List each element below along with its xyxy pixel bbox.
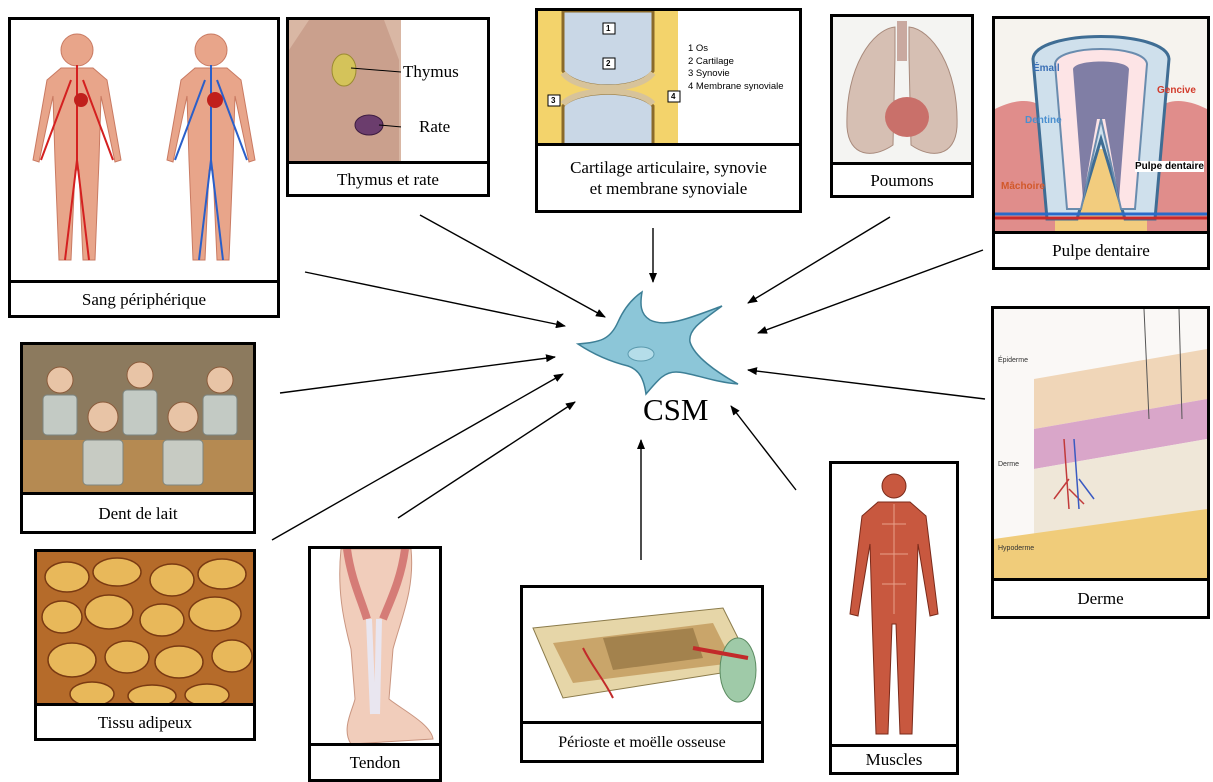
marker-2: 2 <box>606 59 610 68</box>
label-hypoderme: Hypoderme <box>998 545 1034 552</box>
panel-derme: Épiderme Derme Hypoderme Derme <box>991 306 1210 619</box>
caption-derme: Derme <box>994 578 1207 616</box>
label-epiderme: Épiderme <box>998 357 1028 364</box>
adipose-tissue-image <box>37 552 253 706</box>
legend-item: 2 Cartilage <box>688 56 784 69</box>
marker-1: 1 <box>606 24 610 33</box>
legend-item: 1 Os <box>688 43 784 56</box>
label-derme: Derme <box>998 461 1019 468</box>
muscular-system-image <box>832 464 956 747</box>
caption-muscles: Muscles <box>832 744 956 772</box>
arrow-derme <box>748 370 985 399</box>
caption-dent: Dent de lait <box>23 492 253 531</box>
label-thymus: Thymus <box>403 62 459 82</box>
lungs-image <box>833 17 971 167</box>
panel-cartilage: 1 2 3 4 1 Os 2 Cartilage 3 Synovie 4 Mem… <box>535 8 802 213</box>
caption-cartilage-line2: et membrane synoviale <box>590 178 748 199</box>
label-machoire: Mâchoire <box>1001 181 1045 192</box>
panel-perioste: Périoste et moëlle osseuse <box>520 585 764 763</box>
legend-item: 4 Membrane synoviale <box>688 81 784 94</box>
arrow-dent <box>280 357 555 393</box>
caption-tendon: Tendon <box>311 743 439 779</box>
csm-label: CSM <box>643 392 708 428</box>
arrow-adipeux <box>272 374 563 540</box>
circulatory-system-image <box>11 20 277 283</box>
panel-poumons: Poumons <box>830 14 974 198</box>
label-gencive: Gencive <box>1157 85 1196 96</box>
caption-perioste: Périoste et moëlle osseuse <box>523 721 761 760</box>
marker-4: 4 <box>671 92 675 101</box>
msc-cell-icon <box>578 292 738 394</box>
caption-sang: Sang périphérique <box>11 280 277 315</box>
label-rate: Rate <box>419 117 450 137</box>
panel-muscles: Muscles <box>829 461 959 775</box>
periosteum-bone-marrow-image <box>523 588 761 724</box>
panel-dent: Dent de lait <box>20 342 256 534</box>
caption-poumons: Poumons <box>833 162 971 195</box>
thymus-spleen-image <box>289 20 487 164</box>
label-email: Émail <box>1033 63 1060 74</box>
milk-teeth-jars-image <box>23 345 253 495</box>
arrow-poumons <box>748 217 890 303</box>
arrow-tendon <box>398 402 575 518</box>
panel-pulpe: Émail Gencive Dentine Pulpe dentaire Mâc… <box>992 16 1210 270</box>
arrow-pulpe <box>758 250 983 333</box>
tooth-pulp-image <box>995 19 1207 234</box>
tendon-image <box>311 549 439 749</box>
caption-pulpe: Pulpe dentaire <box>995 231 1207 267</box>
arrow-muscles <box>731 406 796 490</box>
caption-cartilage-line1: Cartilage articulaire, synovie <box>570 157 767 178</box>
cartilage-legend: 1 Os 2 Cartilage 3 Synovie 4 Membrane sy… <box>688 43 784 93</box>
panel-sang: Sang périphérique <box>8 17 280 318</box>
panel-tendon: Tendon <box>308 546 442 782</box>
caption-cartilage: Cartilage articulaire, synovie et membra… <box>538 143 799 210</box>
legend-item: 3 Synovie <box>688 68 784 81</box>
panel-thymus: Thymus Rate Thymus et rate <box>286 17 490 197</box>
panel-adipeux: Tissu adipeux <box>34 549 256 741</box>
marker-3: 3 <box>551 96 555 105</box>
skin-layers-image <box>994 309 1207 584</box>
label-dentine: Dentine <box>1025 115 1062 126</box>
caption-thymus: Thymus et rate <box>289 161 487 194</box>
caption-adipeux: Tissu adipeux <box>37 703 253 738</box>
arrow-sang <box>305 272 565 326</box>
label-pulpe: Pulpe dentaire <box>1135 161 1204 172</box>
